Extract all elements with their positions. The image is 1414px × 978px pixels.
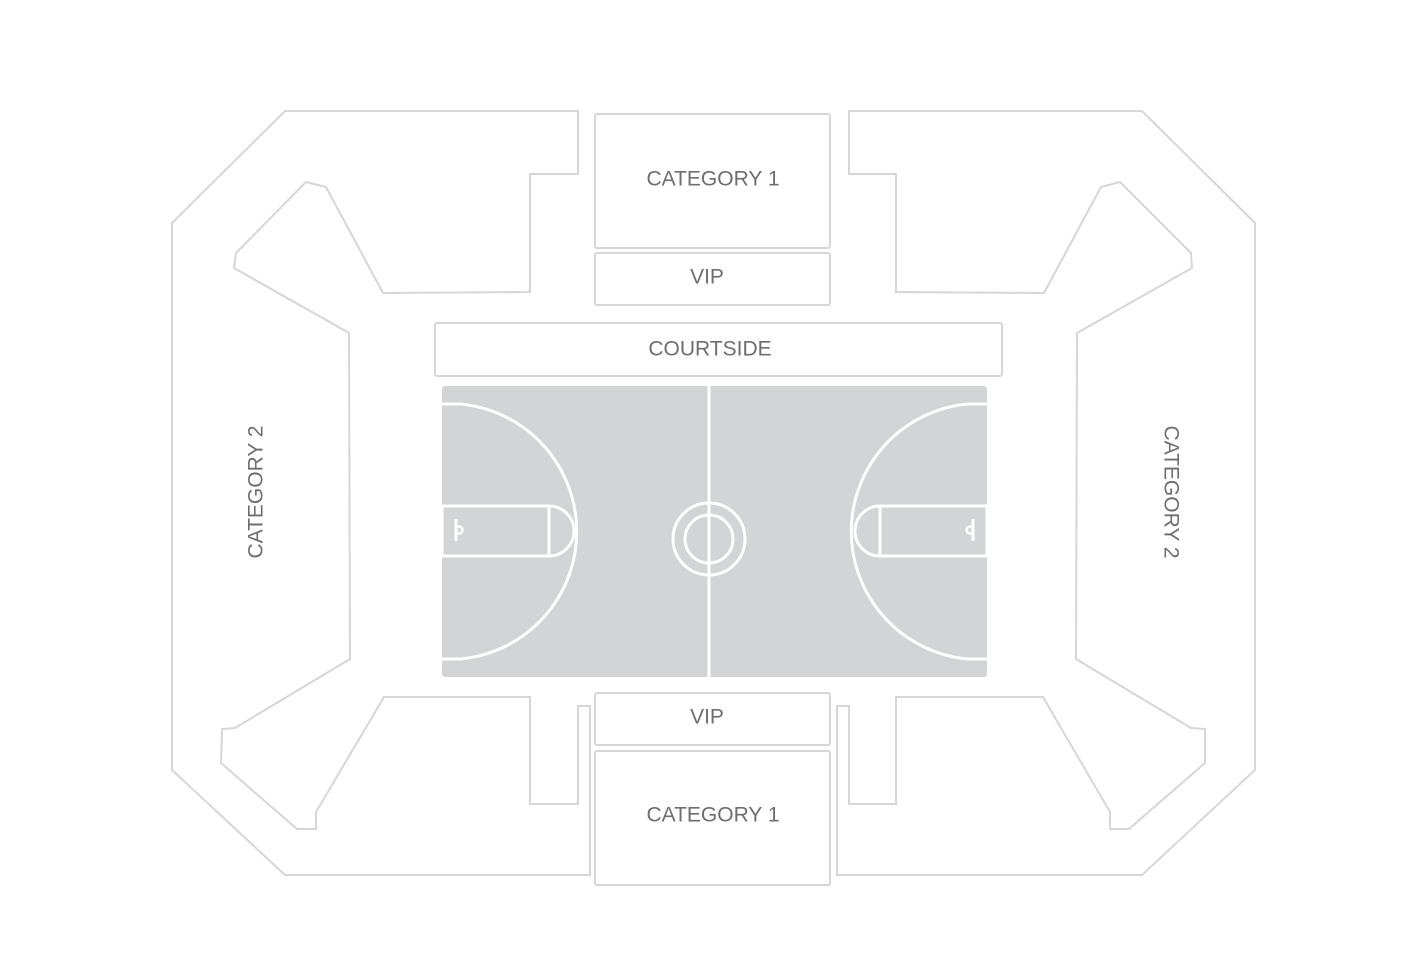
bottom-vip-label: VIP <box>690 706 724 729</box>
left-free-throw-arc <box>548 504 576 558</box>
section-top-category[interactable] <box>594 113 831 249</box>
court-floor <box>442 386 987 677</box>
basketball-court <box>440 386 989 677</box>
bottom-category-label: CATEGORY 1 <box>646 804 779 827</box>
left-category-label: CATEGORY 2 <box>245 425 268 558</box>
section-bottom-category[interactable] <box>594 750 831 886</box>
section-bottom-vip[interactable] <box>594 692 831 746</box>
section-top-vip[interactable] <box>594 252 831 306</box>
right-free-throw-arc <box>853 504 881 558</box>
courtside-label: COURTSIDE <box>648 338 771 361</box>
left-hoop-icon <box>454 525 464 535</box>
section-left-outer[interactable] <box>171 110 591 876</box>
top-category-label: CATEGORY 1 <box>646 168 779 191</box>
right-key <box>878 504 989 558</box>
right-category-label: CATEGORY 2 <box>1159 425 1182 558</box>
left-key <box>440 504 551 558</box>
top-vip-label: VIP <box>690 266 724 289</box>
section-courtside[interactable] <box>434 322 1003 377</box>
right-hoop-icon <box>965 525 975 535</box>
left-three-point-arc <box>442 402 579 661</box>
right-three-point-arc <box>849 402 987 661</box>
center-circle-outer <box>671 501 747 577</box>
center-circle-inner <box>683 513 735 565</box>
section-right-outer[interactable] <box>836 110 1256 876</box>
